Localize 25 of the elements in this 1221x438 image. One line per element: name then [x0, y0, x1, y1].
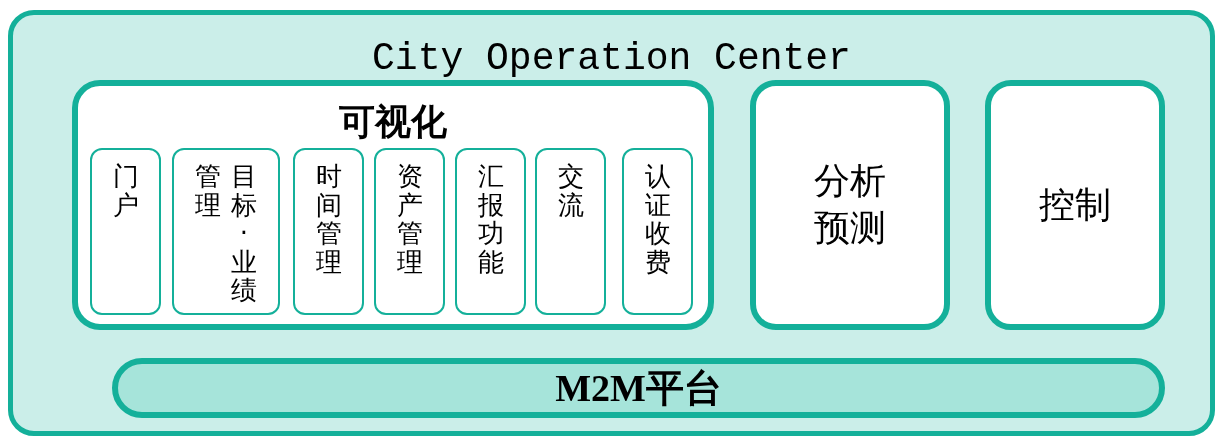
module-box	[455, 148, 526, 315]
platform-bar	[112, 358, 1165, 418]
module-label: 认证收费	[644, 162, 671, 277]
module-label: 分析预测	[813, 159, 887, 250]
module-label: 门户	[112, 162, 139, 220]
module-label: 汇报功能	[477, 162, 504, 277]
group-panel	[72, 80, 714, 330]
module-label: 管理	[195, 162, 221, 222]
module-box	[293, 148, 364, 315]
group-title: 可视化	[338, 100, 448, 144]
module-box	[750, 80, 950, 330]
module-box	[535, 148, 606, 315]
module-box	[172, 148, 280, 315]
center-panel	[8, 10, 1215, 436]
module-label: 目标·业绩	[231, 162, 257, 305]
module-label: 时间管理	[315, 162, 342, 277]
platform-label: M2M平台	[555, 366, 722, 410]
module-box	[90, 148, 161, 315]
panel-title: City Operation Center	[371, 37, 852, 81]
module-box	[985, 80, 1165, 330]
module-label: 资产管理	[396, 162, 423, 277]
module-label: 控制	[1038, 182, 1112, 227]
module-box	[622, 148, 693, 315]
module-label: 交流	[557, 162, 584, 220]
module-box	[374, 148, 445, 315]
